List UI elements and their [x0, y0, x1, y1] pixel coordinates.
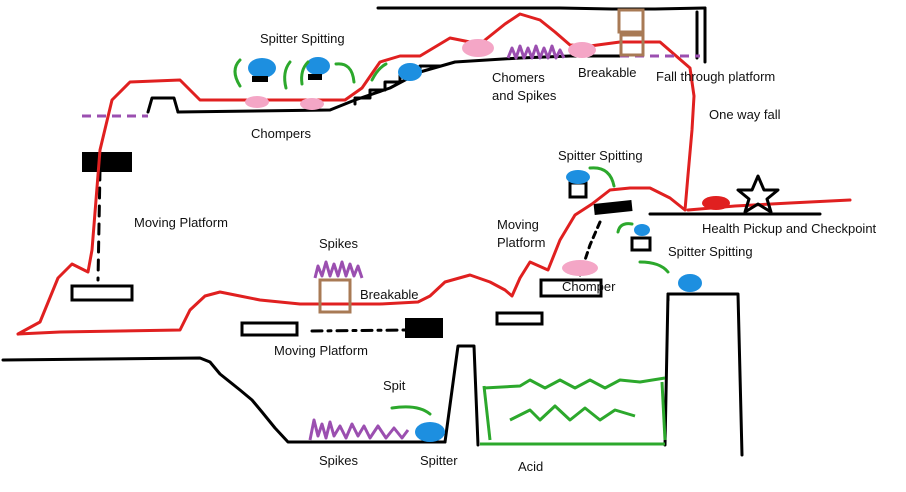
label-fall-through: Fall through platform [656, 69, 775, 84]
chomper-top-3 [462, 39, 494, 57]
spit-arc-top-5 [370, 62, 388, 82]
moving-platform-solid [82, 152, 132, 172]
chomper-top-1 [245, 96, 269, 108]
top-left-ledge [146, 96, 180, 114]
top-ceiling-line [376, 6, 707, 11]
platform-chomper [539, 278, 603, 298]
spit-arc-mid [588, 166, 616, 188]
label-chomers: Chomers [492, 70, 545, 85]
spitters [248, 57, 702, 442]
label-moving-platform-left: Moving Platform [134, 215, 228, 230]
platforms [70, 152, 652, 338]
moving-platform-dotted-vertical [96, 168, 102, 282]
health-pickup-icon [702, 196, 730, 210]
terrain [1, 6, 822, 457]
spit-arc-top-1 [233, 58, 242, 88]
player-route [16, 12, 696, 336]
label-moving-mid: Moving [497, 217, 539, 232]
chomper-top-4 [568, 42, 596, 58]
label-chompers-top: Chompers [251, 126, 311, 141]
label-spitter-spitting-top: Spitter Spitting [260, 31, 345, 46]
spit-arc-top-4 [334, 62, 356, 84]
label-spitter: Spitter [420, 453, 458, 468]
label-health-pickup: Health Pickup and Checkpoint [702, 221, 877, 236]
platform-bottom-left [240, 321, 299, 337]
spitter-bottom [415, 422, 445, 442]
label-breakable-mid: Breakable [360, 287, 419, 302]
spitter-right-top [634, 224, 650, 236]
label-spikes-bottom: Spikes [319, 453, 359, 468]
breakable-blocks [318, 8, 645, 314]
spikes [308, 44, 566, 441]
chomper-top-2 [300, 98, 324, 110]
spitter-top-1 [248, 58, 276, 78]
breakable-block-mid [318, 278, 352, 314]
label-breakable-top: Breakable [578, 65, 637, 80]
spikes-top [506, 44, 566, 60]
labels: Spitter Spitting Chompers Chomers and Sp… [134, 31, 877, 474]
spitter-mid [566, 170, 590, 184]
acid-left-edge [482, 385, 492, 441]
label-one-way-fall: One way fall [709, 107, 781, 122]
checkpoint-star-icon [736, 174, 780, 214]
top-ledge-ground [176, 54, 622, 114]
top-right-wall [695, 6, 707, 64]
spit-arc-top-3 [300, 60, 310, 86]
acid-pit [480, 376, 667, 446]
label-spit: Spit [383, 378, 406, 393]
spitter-top-3 [398, 63, 422, 81]
acid-pit-right-wall [663, 292, 744, 457]
platform-small-a [568, 181, 588, 199]
spikes-bottom [308, 418, 410, 441]
platform-mid [495, 311, 544, 326]
spitter-top-1-mouth [252, 76, 268, 82]
spit-arcs [233, 58, 670, 416]
spit-arc-bottom [390, 405, 432, 416]
spitter-top-2 [306, 57, 330, 75]
spit-arc-top-2 [283, 60, 292, 90]
label-and-spikes: and Spikes [492, 88, 557, 103]
acid-wave [509, 404, 636, 422]
bottom-ground-left [1, 356, 447, 444]
spikes-mid [313, 260, 364, 279]
moving-platform-dotted-horizontal [310, 328, 407, 333]
label-spitter-spitting-mid: Spitter Spitting [558, 148, 643, 163]
chompers [245, 39, 598, 276]
label-spikes-mid: Spikes [319, 236, 359, 251]
chomper-mid [562, 260, 598, 276]
acid-right-edge [660, 381, 667, 441]
platform-small-b [630, 236, 652, 252]
label-spitter-spitting-right: Spitter Spitting [668, 244, 753, 259]
label-moving-platform-bottom: Moving Platform [274, 343, 368, 358]
spitter-top-2-mouth [308, 74, 322, 80]
moving-platform-scribble [405, 318, 443, 338]
label-chomper-mid: Chomper [562, 279, 616, 294]
label-platform-mid: Platform [497, 235, 545, 250]
breakable-block-top [617, 8, 645, 34]
breakable-block-top-lower [619, 33, 645, 57]
spitter-right [678, 274, 702, 292]
platform-left-bottom [70, 284, 134, 302]
moving-platform-diagonal [593, 200, 633, 215]
spitter-mouths [252, 74, 322, 82]
pit-wall-left [443, 344, 480, 447]
spit-arc-right-top [616, 222, 634, 234]
label-acid: Acid [518, 459, 543, 474]
acid-surface [483, 376, 666, 390]
spit-arc-right [638, 260, 670, 274]
